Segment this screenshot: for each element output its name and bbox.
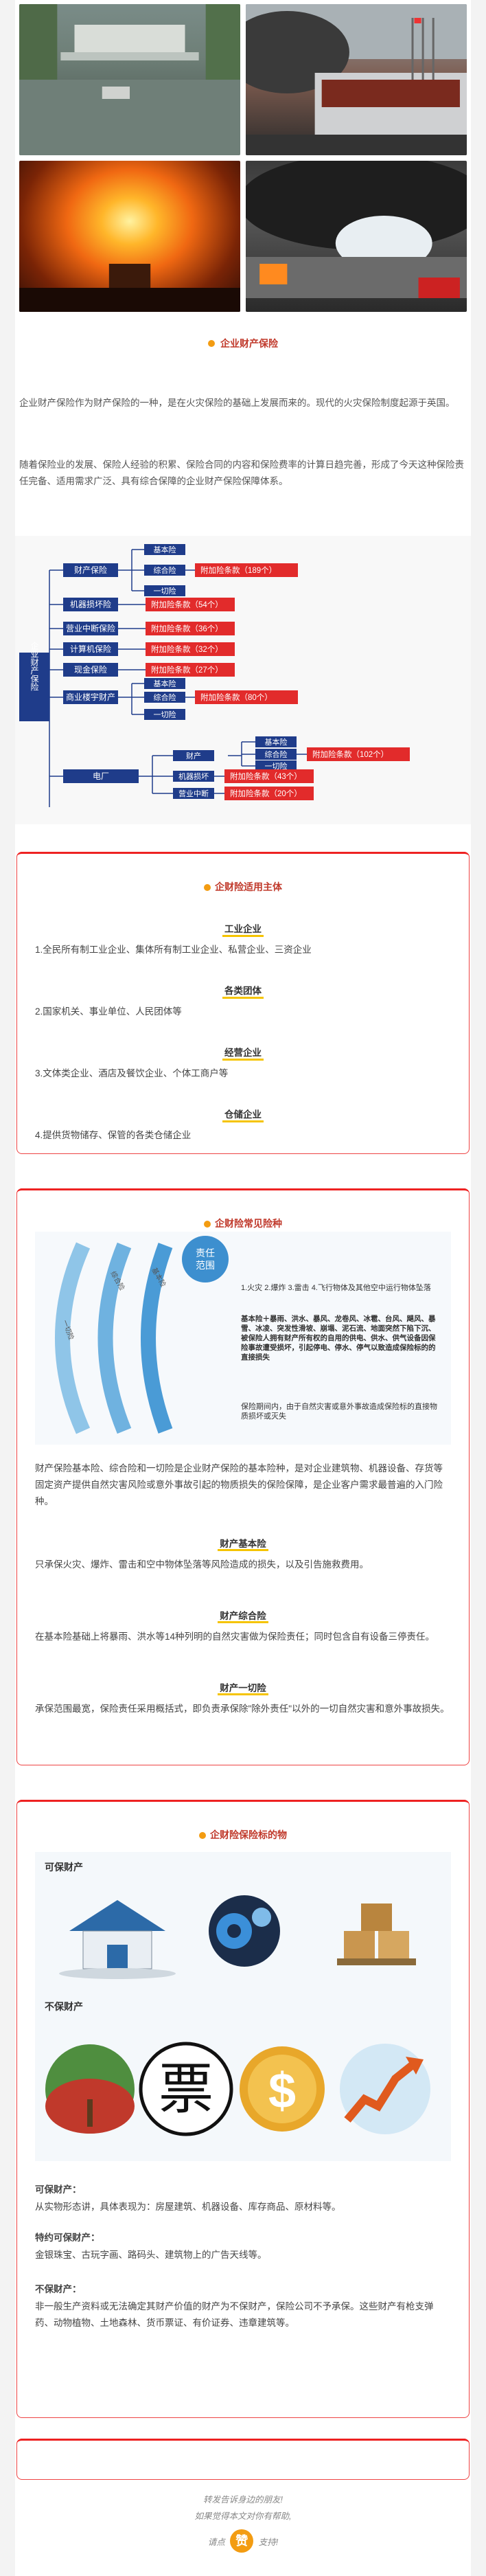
coverage-text: 在基本险基础上将暴雨、洪水等14种列明的自然灾害做为保险责任；同时包含自有设备三…: [35, 1631, 435, 1642]
like-button[interactable]: 赞: [230, 2529, 254, 2553]
article: 企业财产保险 企业财产保险作为财产保险的一种，是在火灾保险的基础上发展而来的。现…: [15, 0, 471, 2576]
tree-node-cash: 现金保险: [74, 664, 107, 675]
tree-tag: 附加险条款（36个）: [151, 624, 223, 633]
tree-leaf-basic: 基本险: [265, 737, 288, 747]
stock-chart-icon: [340, 2044, 430, 2134]
objects-heading: 可保财产：: [35, 2184, 82, 2195]
subject-text: 3.文体类企业、酒店及餐饮企业、个体工商户等: [35, 1068, 229, 1078]
tree-tag: 附加险条款（80个）: [200, 692, 273, 702]
ticket-icon: 票: [139, 2042, 233, 2136]
subject-heading: 仓储企业: [222, 1109, 264, 1122]
bullet-icon: [208, 340, 215, 347]
coverage-text: 只承保火灾、爆炸、雷击和空中物体坠落等风险造成的损失，以及引告施救费用。: [35, 1559, 369, 1570]
dollar-glyph: $: [268, 2064, 296, 2119]
tree-tag: 附加险条款（54个）: [151, 600, 223, 609]
objects-text: 非一般生产资料或无法确定其财产价值的财产为不保财产，保险公司不予承保。这些财产有…: [35, 2301, 434, 2328]
like-suffix: 支持!: [258, 2538, 279, 2547]
subject-heading: 各类团体: [222, 986, 264, 999]
piao-glyph: 票: [159, 2059, 213, 2120]
tree-node-commercial: 商业楼宇财产: [66, 692, 115, 702]
divider-box: [16, 2439, 470, 2480]
coverage-heading: 财产基本险: [218, 1539, 268, 1551]
tree-node-plant-interruption: 营业中断: [178, 789, 209, 798]
objects-heading: 不保财产：: [35, 2284, 82, 2294]
tree-node-plant-machinery: 机器损坏: [178, 771, 209, 781]
subject-heading: 经营企业: [222, 1048, 264, 1061]
coverage-heading: 财产一切险: [218, 1683, 268, 1695]
tree-node-property: 财产保险: [74, 565, 107, 575]
gear-icon: [209, 1895, 280, 1967]
tree-leaf-comprehensive: 综合险: [265, 749, 288, 759]
explosion-photo: [19, 161, 240, 312]
tree-leaf-allrisk: 一切险: [154, 586, 176, 596]
scope-allrisk-text: 保险期间内，由于自然灾害或意外事故造成保险标的直接物质损坏或灭失: [241, 1403, 437, 1421]
coverage-scope-diagram: 责任 范围 基本险 综合险 一切险 1.火灾 2.爆炸 3.雷击 4.飞行物体及…: [35, 1232, 451, 1445]
intro-paragraph-2: 随着保险业的发展、保险人经验的积累、保险合同的内容和保险费率的计算日趋完善，形成…: [19, 460, 464, 486]
objects-text: 金银珠宝、古玩字画、路码头、建筑物上的广告天线等。: [35, 2250, 267, 2260]
tree-tag: 附加险条款（32个）: [151, 644, 223, 654]
forest-icon: [45, 2044, 135, 2134]
flood-photo: [19, 4, 240, 155]
intro-paragraph-1: 企业财产保险作为财产保险的一种，是在火灾保险的基础上发展而来的。现代的火灾保险制…: [19, 398, 455, 408]
tree-leaf-allrisk: 一切险: [154, 710, 176, 719]
scope-title-2: 范围: [196, 1260, 215, 1271]
bullet-icon: [204, 884, 211, 892]
coverage-intro: 财产保险基本险、综合险和一切险是企业财产保险的基本险种，是对企业建筑物、机器设备…: [35, 1463, 443, 1506]
subject-heading: 工业企业: [222, 924, 264, 937]
tree-leaf-basic: 基本险: [154, 679, 176, 688]
insurable-label: 可保财产: [45, 1862, 83, 1873]
tree-leaf-basic: 基本险: [154, 545, 176, 554]
subject-text: 2.国家机关、事业单位、人民团体等: [35, 1006, 182, 1017]
footer-like: 请点 赞 支持!: [15, 2529, 471, 2553]
tree-node-plant-property: 财产: [186, 751, 201, 760]
tree-node-machinery: 机器损坏险: [70, 599, 111, 609]
uninsurable-label: 不保财产: [45, 2001, 83, 2012]
card-title: 企财险适用主体: [215, 881, 282, 892]
factory-fire-photo: [246, 161, 467, 312]
section-title-text: 企业财产保险: [220, 338, 278, 349]
insurance-tree-diagram: 企业财产保险 财产保险 机器损坏险 营业中断保险 计算机保险 现金保险 商业楼宇…: [15, 536, 471, 824]
scope-comprehensive-text: 基本险＋暴雨、洪水、暴风、龙卷风、冰雹、台风、飓风、暴雪、冰凌、突发性滑坡、崩塌…: [241, 1315, 436, 1362]
subject-text: 1.全民所有制工业企业、集体所有制工业企业、私营企业、三资企业: [35, 945, 312, 955]
section-title: 企业财产保险: [15, 337, 471, 350]
common-coverage-card: 企财险常见险种 责任 范围 基本险 综合险 一切险 1.火灾 2.爆炸 3.雷击…: [16, 1188, 470, 1765]
tree-tag: 附加险条款（20个）: [230, 789, 302, 798]
bullet-icon: [199, 1832, 206, 1840]
burning-building-photo: [246, 4, 467, 155]
insured-objects-illustration: 可保财产 不保财产 票: [35, 1852, 451, 2161]
card-title: 企财险常见险种: [215, 1218, 282, 1229]
tree-tag: 附加险条款（27个）: [151, 665, 223, 675]
footer-share: 转发告诉身边的朋友!: [203, 2495, 283, 2505]
coverage-heading: 财产综合险: [218, 1611, 268, 1623]
boxes-icon: [337, 1903, 416, 1965]
tree-leaf-comprehensive: 综合险: [154, 565, 176, 575]
tree-node-powerplant: 电厂: [93, 771, 109, 781]
tree-tag: 附加险条款（102个）: [312, 749, 389, 759]
house-icon: [59, 1900, 176, 1979]
coin-icon: $: [240, 2046, 325, 2132]
like-prefix: 请点: [207, 2538, 225, 2547]
tree-root: 企业财产保险: [30, 641, 39, 691]
applicable-subjects-card: 企财险适用主体 工业企业 1.全民所有制工业企业、集体所有制工业企业、私营企业、…: [16, 852, 470, 1154]
tree-leaf-allrisk: 一切险: [265, 761, 288, 771]
tree-node-interruption: 营业中断保险: [66, 623, 115, 633]
footer-helpful: 如果觉得本文对你有帮助,: [194, 2511, 292, 2521]
scope-title-1: 责任: [196, 1247, 215, 1258]
scope-basic-text: 1.火灾 2.爆炸 3.雷击 4.飞行物体及其他空中运行物体坠落: [241, 1284, 431, 1292]
tree-tag: 附加险条款（43个）: [230, 771, 302, 781]
objects-text: 从实物形态讲，具体表现为：房屋建筑、机器设备、库存商品、原材料等。: [35, 2202, 341, 2212]
tree-tag: 附加险条款（189个）: [200, 565, 277, 575]
subject-text: 4.提供货物储存、保管的各类仓储企业: [35, 1130, 192, 1140]
card-title: 企财险保险标的物: [210, 1829, 287, 1840]
objects-heading: 特约可保财产：: [35, 2233, 100, 2243]
bullet-icon: [204, 1221, 211, 1228]
tree-leaf-comprehensive: 综合险: [154, 692, 176, 702]
photo-collage: [15, 0, 471, 312]
tree-node-computer: 计算机保险: [70, 644, 111, 654]
insured-objects-card: 企财险保险标的物 可保财产 不保财产 票: [16, 1800, 470, 2418]
coverage-text: 承保范围最宽，保险责任采用概括式，即负责承保除"除外责任"以外的一切自然灾害和意…: [35, 1704, 450, 1714]
